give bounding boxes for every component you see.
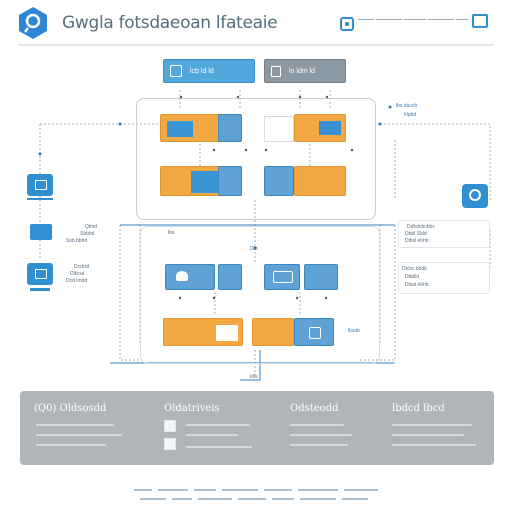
- right-side-icon[interactable]: [462, 184, 488, 208]
- left-side-bar-upper: [27, 198, 53, 200]
- panel-column-title-2: Oldatriveis: [164, 403, 220, 414]
- panel-text-line: [392, 424, 472, 426]
- header-link-2[interactable]: [376, 19, 402, 20]
- left-status-badge-upper: [30, 224, 52, 240]
- header-link-4[interactable]: [428, 19, 454, 20]
- block-inner-panel: [319, 121, 341, 135]
- lower-steel-block-3[interactable]: [264, 264, 300, 290]
- center-label-bottom-mid: ldls: [250, 374, 258, 380]
- upper-orange-block-4[interactable]: [294, 166, 346, 196]
- lower-steel-block-1[interactable]: [165, 264, 215, 290]
- header-window-icon[interactable]: [340, 17, 354, 31]
- left-side-icon-lower[interactable]: [27, 263, 53, 285]
- panel-text-line: [392, 444, 476, 446]
- panel-text-line: [290, 424, 344, 426]
- top-right-button[interactable]: lo ldm ld: [264, 59, 346, 83]
- page-title: Gwgla fotsdaeoan lfateaie: [62, 13, 278, 33]
- header-link-5[interactable]: [456, 19, 468, 20]
- window-icon: [170, 65, 182, 77]
- target-icon: [469, 189, 481, 201]
- left-note-upper-3: Ssb bbhd: [66, 238, 88, 244]
- right-info-box-upper: [398, 220, 490, 248]
- right-note-mid-3: Dlbsl ehhb: [405, 238, 429, 244]
- header-panel-icon[interactable]: [472, 14, 488, 28]
- panel-column-title-1: (Q0) Oldsosdd: [34, 403, 107, 414]
- panel-checkbox[interactable]: [164, 420, 176, 432]
- left-note-lower-3: Dcd lmdd: [66, 278, 88, 284]
- left-side-icon-upper[interactable]: [27, 174, 53, 196]
- lower-steel-block-2[interactable]: [218, 264, 242, 290]
- block-inner-panel: [167, 121, 193, 137]
- panel-text-line: [392, 434, 464, 436]
- left-note-lower-1: Dcdcld: [74, 264, 90, 270]
- lower-steel-block-4[interactable]: [304, 264, 338, 290]
- panel-text-line: [186, 424, 250, 426]
- left-side-bar-lower: [30, 288, 50, 291]
- top-right-button-label: lo ldm ld: [289, 68, 316, 75]
- left-note-lower-2: Dlbcat: [70, 271, 85, 277]
- block-inner-panel: [191, 171, 219, 193]
- top-left-button-label: lcb ld ld: [190, 68, 214, 75]
- upper-steel-block-1[interactable]: [218, 114, 242, 142]
- upper-white-block[interactable]: [264, 116, 294, 142]
- panel-text-line: [290, 444, 348, 446]
- right-note-mid-2: Dbbl Sbld: [405, 231, 427, 237]
- header-divider: [18, 44, 494, 46]
- panel-text-line: [36, 444, 106, 446]
- right-note-low-1: Dlcbc bbdb: [402, 266, 428, 272]
- panel-text-line: [290, 434, 352, 436]
- panel-text-line: [186, 434, 238, 436]
- panel-text-line: [186, 446, 252, 448]
- header-link-3[interactable]: [404, 19, 426, 20]
- footer-caption: [134, 489, 378, 500]
- lower-group-frame: [140, 226, 380, 364]
- upper-orange-block-2[interactable]: [294, 114, 346, 142]
- app-logo-icon: [19, 7, 47, 39]
- upper-steel-block-3[interactable]: [264, 166, 294, 196]
- file-icon: [271, 66, 281, 77]
- right-info-box-lower: [398, 262, 490, 294]
- user-icon: [176, 271, 188, 281]
- right-note-low-3: Dlsal ebhb: [405, 282, 429, 288]
- right-note-top-1: lbs daccb: [396, 103, 418, 109]
- right-note-top-2: lrlpbd: [404, 112, 417, 118]
- panel-text-line: [36, 434, 122, 436]
- lower-frame-caption: lbs: [168, 230, 175, 236]
- bottom-summary-panel: [20, 391, 494, 465]
- center-label-middle-right: lbsab: [348, 328, 360, 334]
- upper-group-frame: [136, 98, 376, 220]
- left-note-upper-2: Sbbhd: [80, 231, 95, 237]
- book-icon: [216, 325, 238, 341]
- header-link-1[interactable]: [358, 19, 374, 20]
- right-note-mid-1: Ddbdcbcbbs: [407, 224, 435, 230]
- panel-column-title-4: lbdcd lbcd: [392, 403, 445, 414]
- center-label-upper-mid: Dlb: [250, 246, 258, 252]
- lower-orange-block-1[interactable]: [163, 318, 243, 346]
- screen-icon: [273, 271, 293, 283]
- square-icon: [309, 327, 321, 339]
- lower-steel-block-5[interactable]: [294, 318, 334, 346]
- left-note-upper-1: Qlmd: [85, 224, 97, 230]
- upper-steel-block-2[interactable]: [218, 166, 242, 196]
- panel-text-line: [36, 424, 114, 426]
- top-left-button[interactable]: lcb ld ld: [163, 59, 255, 83]
- lower-orange-block-2[interactable]: [252, 318, 294, 346]
- panel-column-title-3: Odsteodd: [290, 403, 339, 414]
- right-note-low-2: Dbblld: [405, 274, 420, 280]
- panel-checkbox[interactable]: [164, 438, 176, 450]
